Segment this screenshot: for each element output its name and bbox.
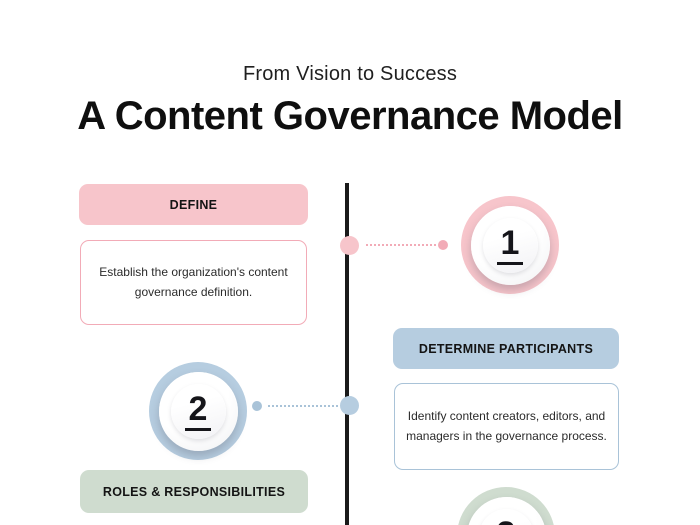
step-3-number: 3 — [493, 517, 520, 525]
step-2-number: 2 — [184, 392, 212, 431]
step-3-number-circle: 3 — [457, 487, 555, 525]
step-2-number-plate: 2 — [158, 371, 238, 451]
subtitle: From Vision to Success — [242, 63, 458, 85]
step-1-description-box: Establish the organization's content gov… — [80, 240, 307, 325]
step-1-description: Establish the organization's content gov… — [99, 264, 288, 299]
step-3-title-box: ROLES & RESPONSIBILITIES — [80, 470, 308, 513]
step-1-title: DEFINE — [169, 197, 218, 212]
step-1-timeline-node-dot — [340, 236, 359, 255]
step-1-number: 1 — [496, 226, 524, 265]
step-2-title-box: DETERMINE PARTICIPANTS — [393, 328, 619, 369]
step-1-connector-dot — [438, 240, 448, 250]
step-2-timeline-node-dot — [340, 396, 359, 415]
page-title: A Content Governance Model — [77, 94, 623, 138]
step-2-title: DETERMINE PARTICIPANTS — [418, 341, 594, 356]
step-1-title-box: DEFINE — [79, 184, 308, 225]
step-1-number-plate: 1 — [470, 205, 550, 285]
timeline-line — [345, 183, 349, 525]
step-3-number-plate: 3 — [466, 496, 546, 525]
step-3-number-plate-inner: 3 — [478, 508, 534, 525]
step-1-number-plate-inner: 1 — [482, 217, 538, 273]
step-2-connector-dot — [252, 401, 262, 411]
step-1-dotted-connector — [366, 244, 436, 246]
step-2-number-circle: 2 — [149, 362, 247, 460]
step-3-title: ROLES & RESPONSIBILITIES — [102, 484, 286, 499]
step-2-number-plate-inner: 2 — [170, 383, 226, 439]
step-1-number-circle: 1 — [461, 196, 559, 294]
step-2-description-box: Identify content creators, editors, and … — [394, 383, 619, 470]
step-2-description: Identify content creators, editors, and … — [406, 408, 607, 443]
step-2-dotted-connector — [268, 405, 338, 407]
